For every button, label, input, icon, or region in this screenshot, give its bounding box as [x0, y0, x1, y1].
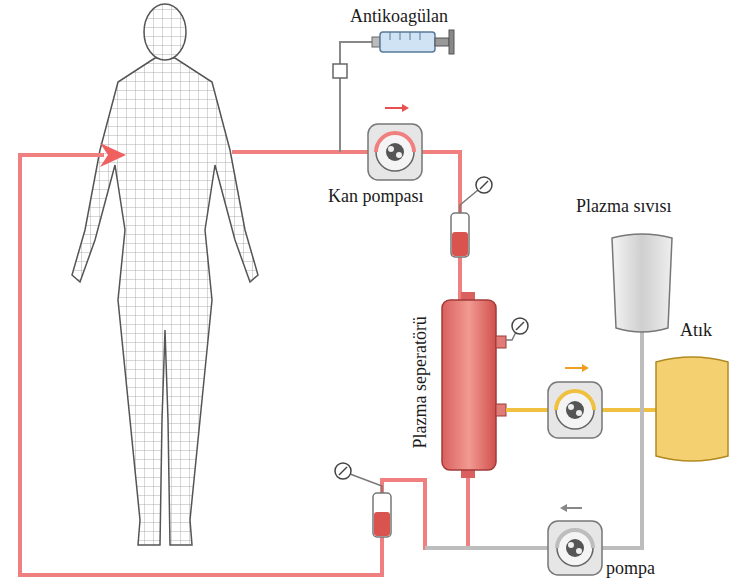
anticoagulant-syringe [333, 30, 454, 152]
part-label: pompa [606, 558, 655, 579]
blood-tubing [20, 152, 468, 575]
human-figure [72, 4, 258, 545]
part-label: Atık [680, 320, 712, 341]
vertical-part-label: Plazma seperatörü [410, 316, 431, 448]
drip-chamber [451, 177, 492, 257]
waste-bag [656, 357, 728, 461]
part-label: Antikoagülan [350, 6, 448, 27]
blood-pump [368, 104, 422, 180]
plasma-tubing [425, 330, 642, 548]
arrow-head [100, 143, 126, 167]
plasma-fluid-bag [612, 234, 672, 332]
plasma-separator [442, 292, 528, 478]
drip-chamber [335, 463, 391, 537]
waste-pump [548, 364, 602, 438]
part-label: Plazma sıvısı [576, 196, 672, 217]
part-label: Kan pompası [328, 186, 423, 207]
plasma-pump [548, 504, 602, 575]
